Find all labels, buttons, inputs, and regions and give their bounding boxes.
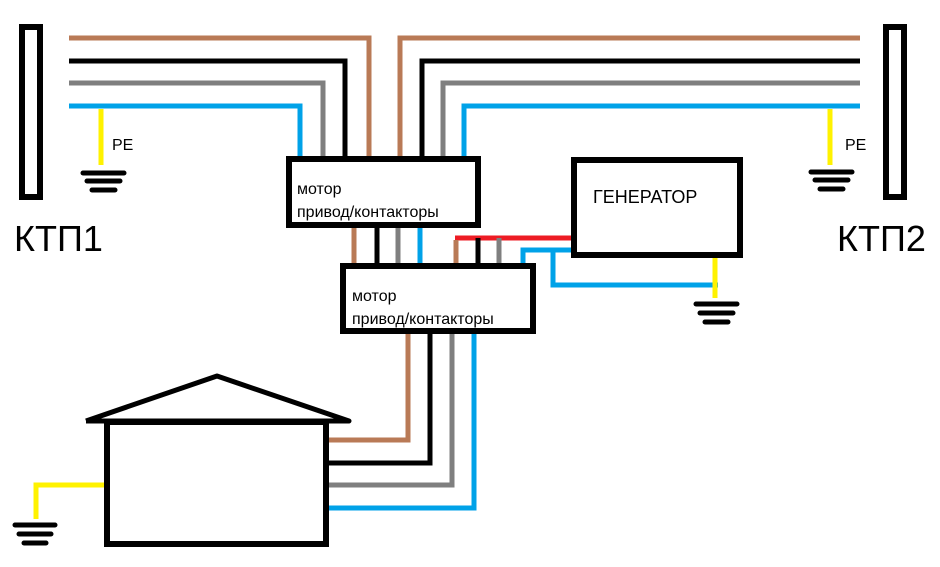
house-body — [104, 419, 329, 547]
ground-generator-icon — [693, 301, 740, 325]
box2-house-wires — [327, 332, 477, 511]
motor-contactor-box-2 — [340, 263, 536, 334]
generator-box — [571, 157, 743, 258]
ktp2-wire-brown — [397, 35, 860, 157]
ktp1-label: КТП1 — [14, 218, 103, 259]
gray-wire — [327, 332, 455, 488]
ktp1-busbar — [19, 24, 43, 200]
ktp1-wire-blue — [69, 103, 303, 157]
house-pe-wire — [33, 482, 104, 519]
black-wire — [327, 332, 433, 466]
ktp2-feed-wires — [397, 35, 860, 157]
ground-left-icon — [80, 170, 127, 193]
box2-line1: мотор — [352, 288, 397, 305]
box1-line2: привод/контакторы — [297, 204, 439, 221]
house-icon — [85, 373, 352, 547]
motor-contactor-box-1 — [286, 156, 481, 228]
ktp2-wire-blue — [461, 103, 860, 157]
brown-wire — [327, 332, 411, 443]
ground-right-icon — [808, 169, 855, 192]
ktp1-feed-wires — [69, 35, 372, 157]
house-roof — [85, 373, 352, 424]
ktp2-label: КТП2 — [837, 218, 926, 259]
box1-line1: мотор — [297, 181, 342, 198]
ktp1-wire-gray — [69, 80, 326, 157]
ktp1-wire-black — [69, 58, 348, 157]
ktp2-wire-gray — [440, 80, 860, 157]
ktp2-busbar — [883, 24, 907, 200]
ktp1-wire-brown — [69, 35, 372, 157]
blue-wire — [520, 247, 572, 263]
pe-left-label: PE — [112, 137, 133, 154]
pe-right-label: PE — [845, 137, 866, 154]
ground-house-icon — [12, 522, 58, 546]
ktp2-wire-black — [419, 58, 860, 157]
generator-box2-wires — [453, 235, 718, 288]
blue-wire — [327, 332, 477, 511]
blue-wire — [550, 250, 718, 288]
box2-line2: привод/контакторы — [352, 311, 494, 328]
box1-box2-wires — [351, 226, 423, 263]
generator-label: ГЕНЕРАТОР — [593, 187, 697, 207]
